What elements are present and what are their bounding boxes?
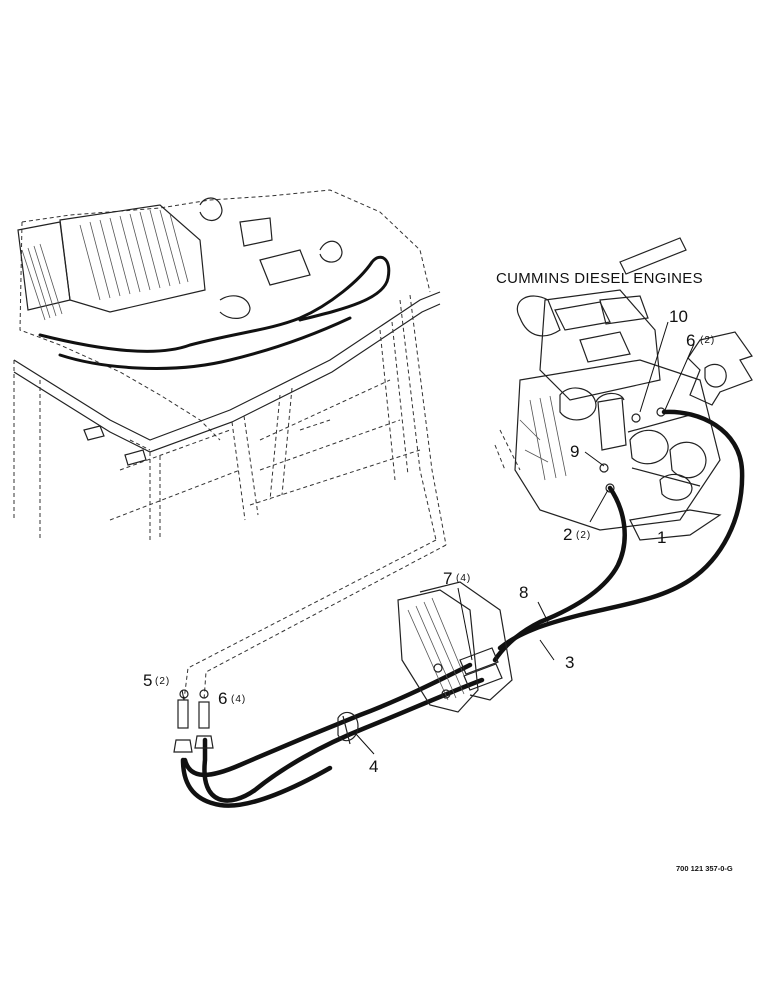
callout-9: 9: [570, 442, 579, 461]
callout-10: 10: [669, 307, 688, 326]
svg-text:3: 3: [565, 653, 574, 672]
callout-6-fitting: 6 (4): [218, 689, 246, 708]
svg-text:(2): (2): [576, 530, 591, 541]
engine-caption: CUMMINS DIESEL ENGINES: [496, 270, 703, 287]
hose-clamp: [337, 711, 359, 745]
svg-text:6: 6: [218, 689, 227, 708]
svg-text:9: 9: [570, 442, 579, 461]
svg-text:6: 6: [686, 331, 695, 350]
svg-text:(2): (2): [700, 335, 715, 346]
dashed-connection-lines: [183, 539, 447, 701]
callout-7: 7 (4): [443, 569, 471, 588]
callout-3: 3: [565, 653, 574, 672]
bulkhead-bracket: [397, 581, 513, 713]
hydraulic-hoses: [180, 409, 745, 808]
svg-text:8: 8: [519, 583, 528, 602]
svg-text:(4): (4): [456, 573, 471, 584]
callout-4: 4: [369, 757, 378, 776]
leader-lines: [181, 321, 695, 755]
svg-text:5: 5: [143, 671, 152, 690]
svg-text:2: 2: [563, 525, 572, 544]
callout-8: 8: [519, 583, 528, 602]
callout-1: 1: [657, 528, 666, 547]
callout-5: 5 (2): [143, 671, 170, 690]
callout-6-engine: 6 (2): [686, 331, 715, 350]
callout-2: 2 (2): [563, 525, 591, 544]
svg-text:(4): (4): [231, 694, 246, 705]
svg-text:4: 4: [369, 757, 378, 776]
svg-text:7: 7: [443, 569, 452, 588]
svg-text:1: 1: [657, 528, 666, 547]
svg-text:(2): (2): [155, 676, 170, 687]
hose-fittings: [173, 689, 214, 753]
document-number: 700 121 357-0-G: [676, 864, 733, 873]
svg-text:10: 10: [669, 307, 688, 326]
machine-frame-illustration: [13, 189, 447, 546]
